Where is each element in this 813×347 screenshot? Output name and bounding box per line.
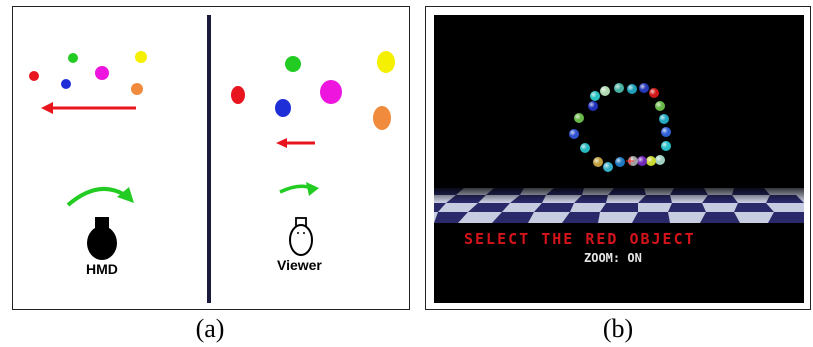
viewer-label: Viewer xyxy=(277,257,322,273)
scene-screen: SELECT THE RED OBJECT ZOOM: ON xyxy=(434,15,804,303)
panel-a-illustration xyxy=(13,7,409,309)
sphere-ring xyxy=(569,83,671,172)
dot-red-right xyxy=(231,86,245,104)
task-prompt: SELECT THE RED OBJECT xyxy=(464,230,696,248)
dot-green-left xyxy=(68,53,78,63)
caption-b: (b) xyxy=(558,314,678,344)
green-rotation-arrow-left-icon xyxy=(68,187,134,205)
hmd-label: HMD xyxy=(86,261,118,277)
dot-orange-left xyxy=(131,83,143,95)
dot-red-left xyxy=(29,71,39,81)
zoom-status: ZOOM: ON xyxy=(584,251,642,265)
dot-yellow-left xyxy=(135,51,147,63)
green-rotation-arrow-right-icon xyxy=(280,182,319,196)
dot-magenta-right xyxy=(320,80,342,104)
caption-a: (a) xyxy=(150,314,270,344)
dot-magenta-left xyxy=(95,66,109,80)
checkered-floor xyxy=(434,188,804,223)
dot-yellow-right xyxy=(377,51,395,73)
dot-orange-right xyxy=(373,106,391,130)
viewer-icon xyxy=(290,218,312,255)
panel-b-virtual-scene: SELECT THE RED OBJECT ZOOM: ON xyxy=(425,6,811,310)
panel-a-hmd-viewer: HMD Viewer xyxy=(12,6,410,310)
dot-blue-left xyxy=(61,79,71,89)
dot-green-right xyxy=(285,56,301,72)
hmd-icon xyxy=(87,217,117,260)
dot-blue-right xyxy=(275,99,291,117)
red-arrow-right-icon xyxy=(276,138,315,148)
red-arrow-left-icon xyxy=(41,102,136,114)
